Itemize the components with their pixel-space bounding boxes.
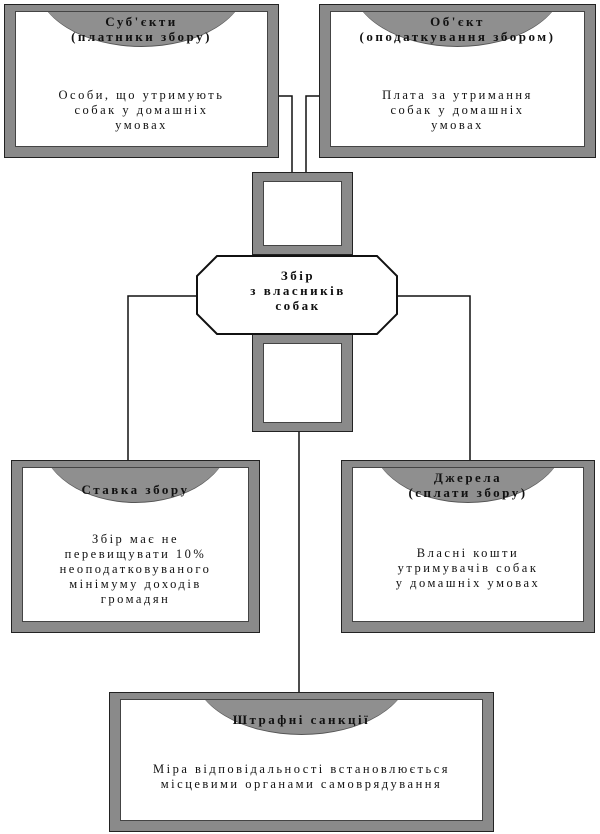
lower-connector-frame — [252, 334, 353, 432]
sources-body: Власні кошти утримувачів собак у домашні… — [395, 546, 541, 590]
sources-box: Джерела (сплати збору) Власні кошти утри… — [341, 460, 595, 633]
subjects-box: Суб'єкти (платники збору) Особи, що утри… — [4, 4, 279, 158]
object-body: Плата за утримання собак у домашніх умов… — [382, 88, 533, 132]
center-label: Збір з власників собак — [250, 268, 346, 313]
connector-object — [305, 95, 320, 172]
upper-connector-frame — [252, 172, 353, 255]
connector-rate — [127, 295, 196, 460]
subjects-title: Суб'єкти (платники збору) — [71, 14, 212, 44]
rate-title: Ставка збору — [81, 482, 190, 497]
object-title: Об'єкт (оподаткування збором) — [359, 14, 556, 44]
penalties-box: Штрафні санкції Міра відповідальності вс… — [109, 692, 494, 832]
rate-box: Ставка збору Збір має не перевищувати 10… — [11, 460, 260, 633]
sources-title: Джерела (сплати збору) — [408, 470, 528, 500]
penalties-title: Штрафні санкції — [232, 712, 371, 727]
rate-body: Збір має не перевищувати 10% неоподатков… — [59, 532, 212, 606]
penalties-body: Міра відповідальності встановлюється міс… — [153, 762, 450, 791]
connector-sources — [396, 295, 471, 460]
object-box: Об'єкт (оподаткування збором) Плата за у… — [319, 4, 596, 158]
center-octagon — [196, 255, 398, 335]
subjects-body: Особи, що утримують собак у домашніх умо… — [58, 88, 225, 132]
